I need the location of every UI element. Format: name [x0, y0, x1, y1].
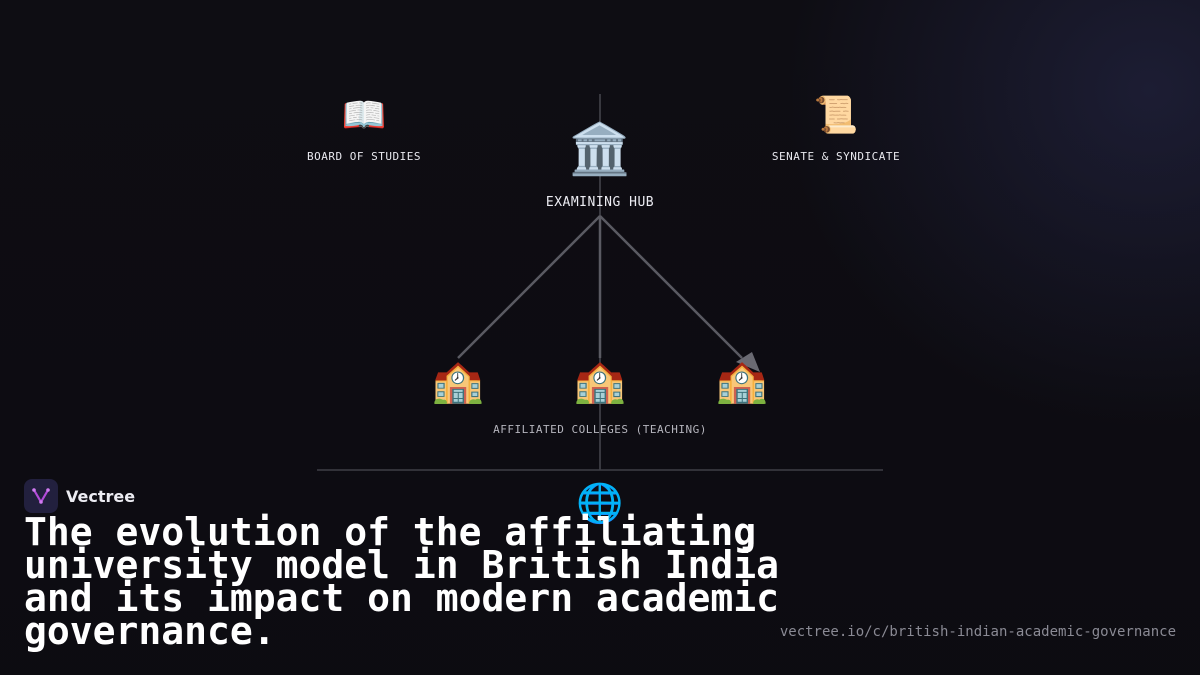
school-icon: 🏫 — [715, 356, 769, 405]
connector-left — [457, 215, 601, 359]
brand-name: Vectree — [66, 486, 136, 506]
vectree-logo-icon — [24, 479, 58, 513]
affiliated-colleges-label: AFFILIATED COLLEGES (TEACHING) — [493, 423, 707, 436]
brand: Vectree — [24, 479, 135, 513]
classical-building-icon: 🏛️ — [568, 120, 632, 178]
examining-hub-label: EXAMINING HUB — [545, 195, 655, 210]
board-of-studies-label: BOARD OF STUDIES — [307, 150, 421, 163]
globe-icon: 🌐 — [576, 481, 624, 525]
connector-right — [599, 215, 743, 359]
headline: The evolution of the affiliating univers… — [24, 510, 779, 653]
open-book-icon: 📖 — [341, 95, 387, 136]
senate-syndicate-label: SENATE & SYNDICATE — [771, 150, 901, 163]
page-url[interactable]: vectree.io/c/british-indian-academic-gov… — [779, 624, 1176, 640]
school-icon: 🏫 — [431, 356, 485, 405]
scroll-icon: 📜 — [813, 95, 859, 136]
school-icon: 🏫 — [573, 356, 627, 405]
arrowhead-right — [736, 352, 760, 372]
